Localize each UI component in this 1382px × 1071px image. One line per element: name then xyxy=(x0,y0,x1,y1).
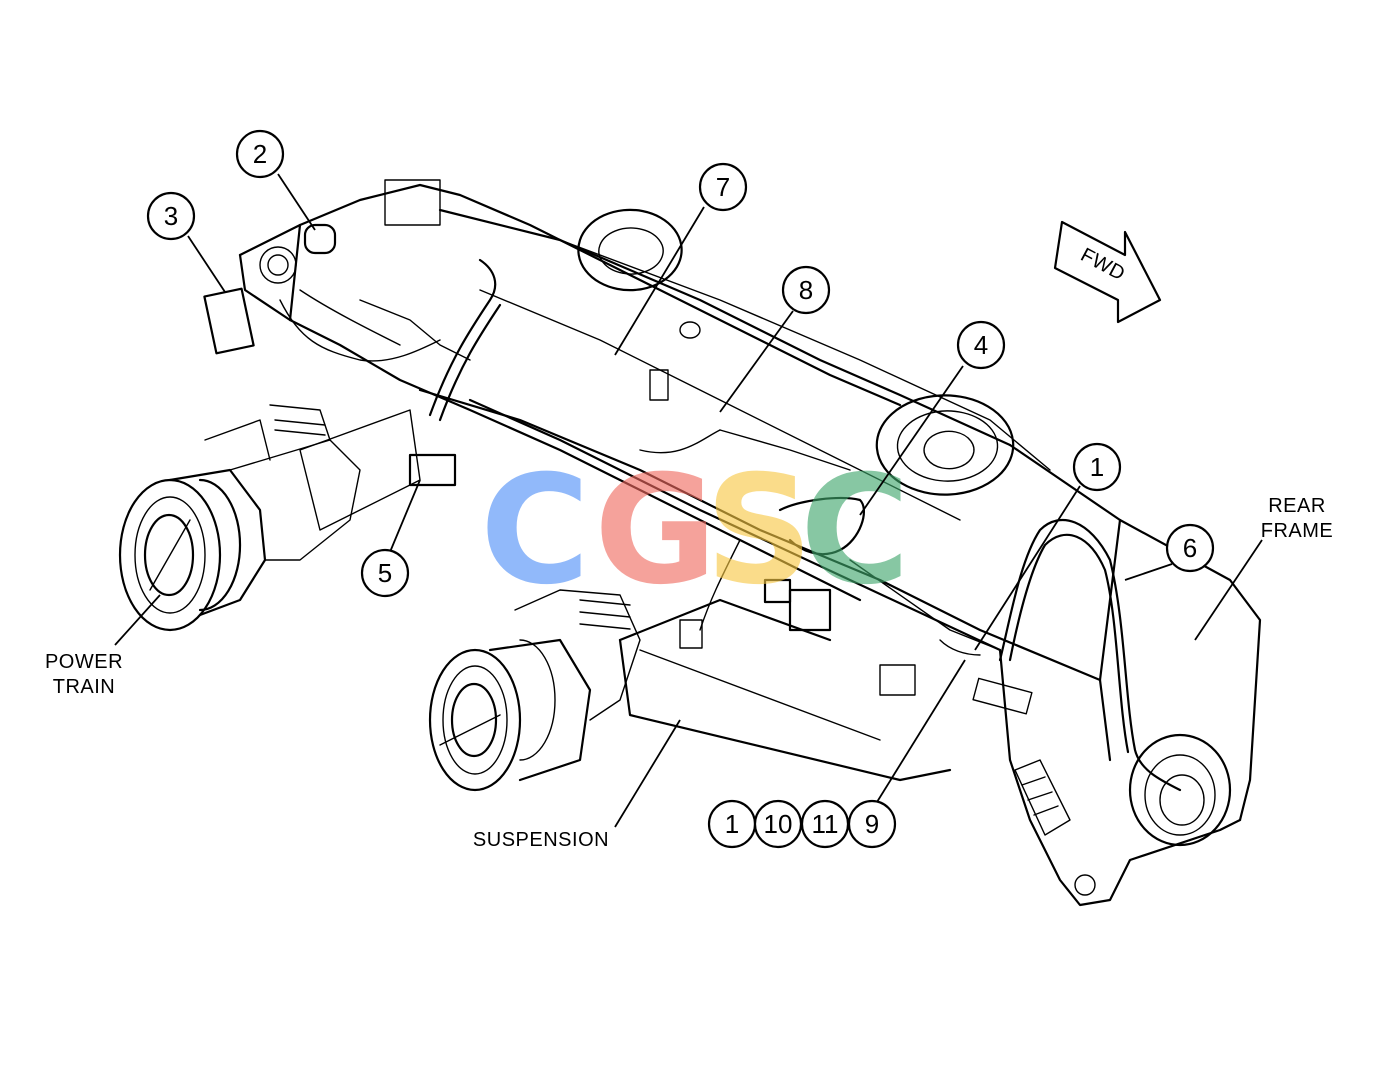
watermark: C G S C xyxy=(480,444,910,618)
power-train-label-line1: POWER xyxy=(45,651,123,673)
callout-6: 6 xyxy=(1165,523,1215,573)
callout-5-number: 5 xyxy=(378,558,392,588)
callout-7: 7 xyxy=(698,162,748,212)
watermark-letter-s: S xyxy=(705,444,813,618)
callout-1b-number: 1 xyxy=(725,809,739,839)
power-train-label-line2: TRAIN xyxy=(53,676,116,698)
callout-1: 1 xyxy=(1072,442,1122,492)
callout-group-bottom: 1 10 11 9 xyxy=(707,799,897,849)
callout-7-number: 7 xyxy=(716,172,730,202)
callout-1-number: 1 xyxy=(1090,452,1104,482)
callout-2: 2 xyxy=(235,129,285,179)
callout-8-number: 8 xyxy=(799,275,813,305)
callout-4: 4 xyxy=(956,320,1006,370)
callout-11-number: 11 xyxy=(812,809,839,839)
callout-8: 8 xyxy=(781,265,831,315)
callout-4-number: 4 xyxy=(974,330,988,360)
text-labels: REAR FRAME POWER TRAIN SUSPENSION xyxy=(45,495,1333,851)
callout-10-number: 10 xyxy=(764,809,793,839)
callout-3-number: 3 xyxy=(164,201,178,231)
watermark-letter-c1: C xyxy=(480,444,590,618)
callout-5: 5 xyxy=(360,548,410,598)
fwd-label: FWD xyxy=(1077,244,1129,286)
fwd-arrow: FWD xyxy=(1053,220,1162,324)
callout-3: 3 xyxy=(146,191,196,241)
suspension-label: SUSPENSION xyxy=(473,829,609,851)
leader-lines xyxy=(114,173,1263,828)
rear-frame-label-line2: FRAME xyxy=(1261,520,1334,542)
watermark-letter-g: G xyxy=(594,444,717,618)
callout-2-number: 2 xyxy=(253,139,267,169)
callout-9-number: 9 xyxy=(865,809,879,839)
watermark-letter-c2: C xyxy=(800,444,910,618)
callouts: 2 3 7 8 4 1 6 5 xyxy=(146,129,1215,849)
machine-drawing xyxy=(118,179,1262,907)
callout-6-number: 6 xyxy=(1183,533,1197,563)
rear-frame-label-line1: REAR xyxy=(1268,495,1326,517)
